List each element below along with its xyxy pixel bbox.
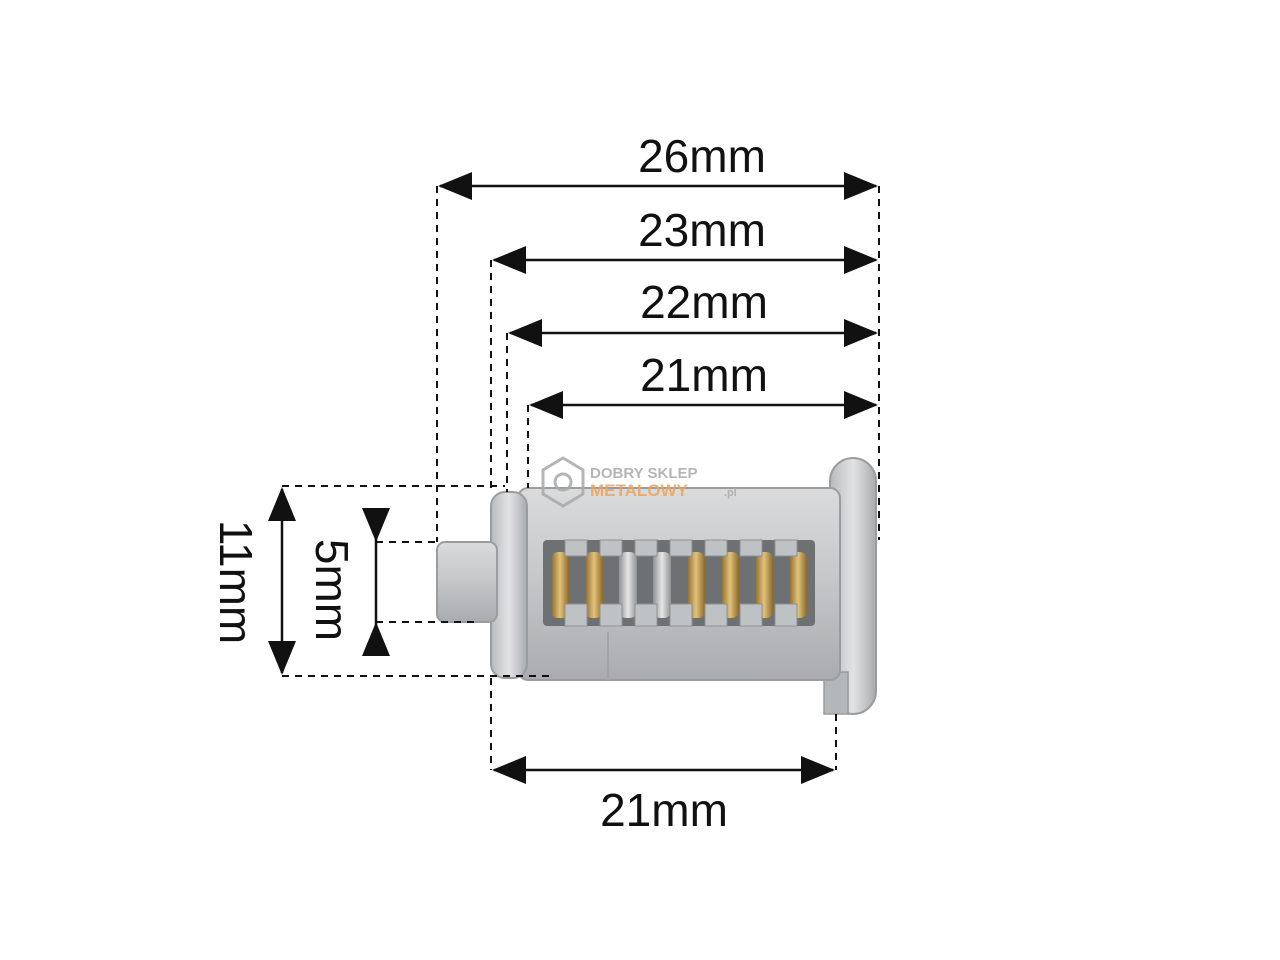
logo-nut-icon bbox=[553, 472, 573, 492]
arrow-right-icon bbox=[844, 319, 878, 347]
wafer bbox=[755, 552, 773, 618]
extension-lines bbox=[282, 186, 880, 770]
label-body-length-top: 21mm bbox=[640, 349, 768, 401]
arrow-right-icon bbox=[844, 246, 878, 274]
dimension-lines bbox=[280, 184, 880, 772]
label-tip-height: 5mm bbox=[306, 539, 358, 641]
arrowheads bbox=[268, 172, 878, 784]
wafer bbox=[551, 552, 569, 618]
comb-top bbox=[564, 539, 798, 557]
arrow-down-icon bbox=[268, 641, 296, 675]
arrow-down-icon bbox=[362, 508, 390, 542]
wafer bbox=[653, 552, 671, 618]
arrow-up-icon bbox=[268, 487, 296, 521]
logo-hex-icon bbox=[541, 456, 585, 508]
label-body-length-bottom: 21mm bbox=[600, 784, 728, 836]
lock-cylinder bbox=[436, 457, 877, 715]
label-flange-height: 11mm bbox=[210, 520, 262, 644]
wafer bbox=[789, 552, 807, 618]
arrow-right-icon bbox=[844, 391, 878, 419]
wafer-stack bbox=[551, 552, 807, 618]
arrow-left-icon bbox=[492, 756, 526, 784]
arrow-right-icon bbox=[844, 172, 878, 200]
wafer bbox=[687, 552, 705, 618]
wafer bbox=[585, 552, 603, 618]
label-overall-length: 26mm bbox=[638, 130, 766, 182]
label-length-to-shoulder: 22mm bbox=[640, 276, 768, 328]
arrow-right-icon bbox=[801, 756, 835, 784]
comb-bottom bbox=[564, 603, 798, 627]
label-length-to-collar: 23mm bbox=[638, 204, 766, 256]
logo-suffix: .pl bbox=[724, 487, 737, 499]
logo-line1: DOBRY SKLEP bbox=[590, 465, 698, 482]
arrow-left-icon bbox=[529, 391, 563, 419]
wafer bbox=[619, 552, 637, 618]
cylinder-tip bbox=[436, 541, 498, 623]
logo-line2: METALOWY bbox=[590, 481, 689, 500]
arrow-up-icon bbox=[362, 622, 390, 656]
arrow-left-icon bbox=[438, 172, 472, 200]
dobry-sklep-logo: DOBRY SKLEP METALOWY .pl bbox=[541, 456, 737, 508]
arrow-left-icon bbox=[492, 246, 526, 274]
wafer bbox=[721, 552, 739, 618]
arrow-left-icon bbox=[508, 319, 542, 347]
